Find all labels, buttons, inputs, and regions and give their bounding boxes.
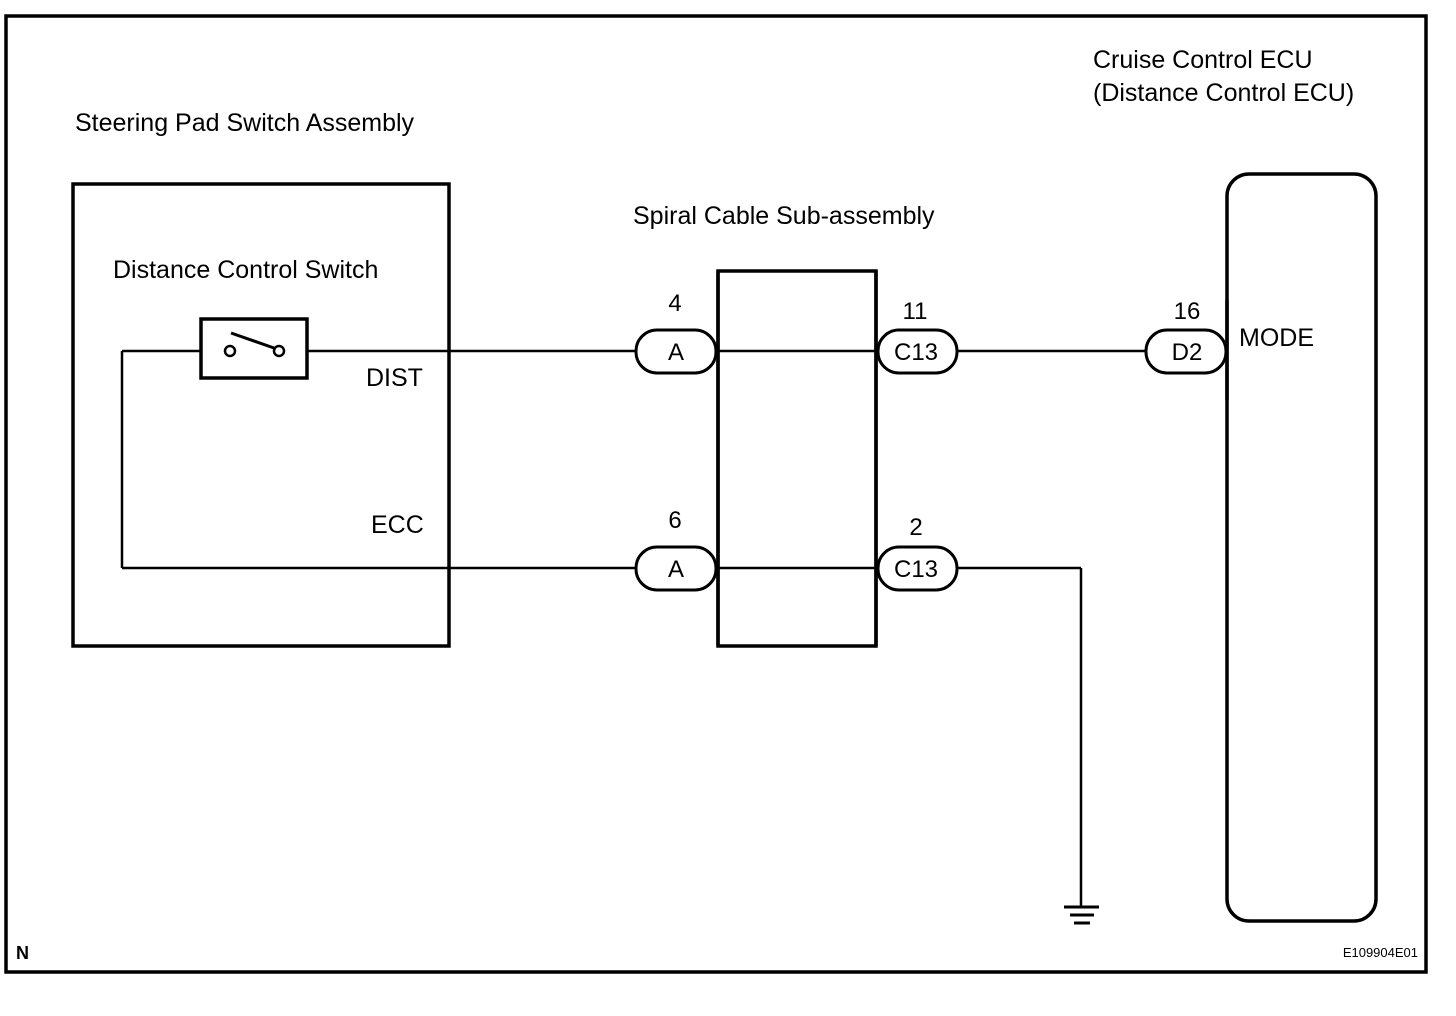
ecu-label-line1: Cruise Control ECU: [1093, 46, 1313, 74]
switch-icon: [223, 331, 286, 358]
connector-d2-pin16-number: 16: [1174, 298, 1201, 325]
terminal-mode-label: MODE: [1239, 324, 1314, 352]
wire-ecc: [120, 351, 1083, 906]
steering-pad-label: Steering Pad Switch Assembly: [75, 109, 415, 137]
connector-c13-pin2-name: C13: [894, 556, 938, 583]
terminal-dist-label: DIST: [366, 364, 423, 392]
figure-id: E109904E01: [1343, 945, 1418, 960]
connector-c13-pin11-number: 11: [903, 298, 928, 325]
steering-pad-box: [71, 182, 451, 648]
connector-a-pin6-number: 6: [668, 507, 681, 534]
ecu-label-line2: (Distance Control ECU): [1093, 79, 1354, 107]
connector-a-pin6: A 6: [634, 507, 718, 592]
connector-a-pin4-number: 4: [668, 290, 681, 317]
switch-box: [199, 317, 309, 380]
connector-a-pin4: A 4: [634, 290, 718, 375]
spiral-cable-label: Spiral Cable Sub-assembly: [633, 202, 935, 230]
connector-a-pin4-name: A: [668, 339, 684, 366]
corner-mark: N: [16, 943, 29, 963]
ecu-box: [1225, 172, 1378, 923]
distance-switch-label: Distance Control Switch: [113, 256, 378, 284]
diagram-frame: [4, 14, 1428, 974]
connector-d2-pin16: D2 16: [1144, 298, 1228, 375]
terminal-ecc-label: ECC: [371, 511, 424, 539]
spiral-cable-box: [716, 269, 878, 648]
connector-c13-pin2: C13 2: [876, 514, 959, 592]
connector-a-pin6-name: A: [668, 556, 684, 583]
connector-d2-pin16-name: D2: [1172, 339, 1203, 366]
connector-c13-pin11-name: C13: [894, 339, 938, 366]
connector-c13-pin11: C13 11: [876, 298, 959, 375]
ground-icon: [1064, 905, 1099, 925]
connector-c13-pin2-number: 2: [909, 514, 922, 541]
